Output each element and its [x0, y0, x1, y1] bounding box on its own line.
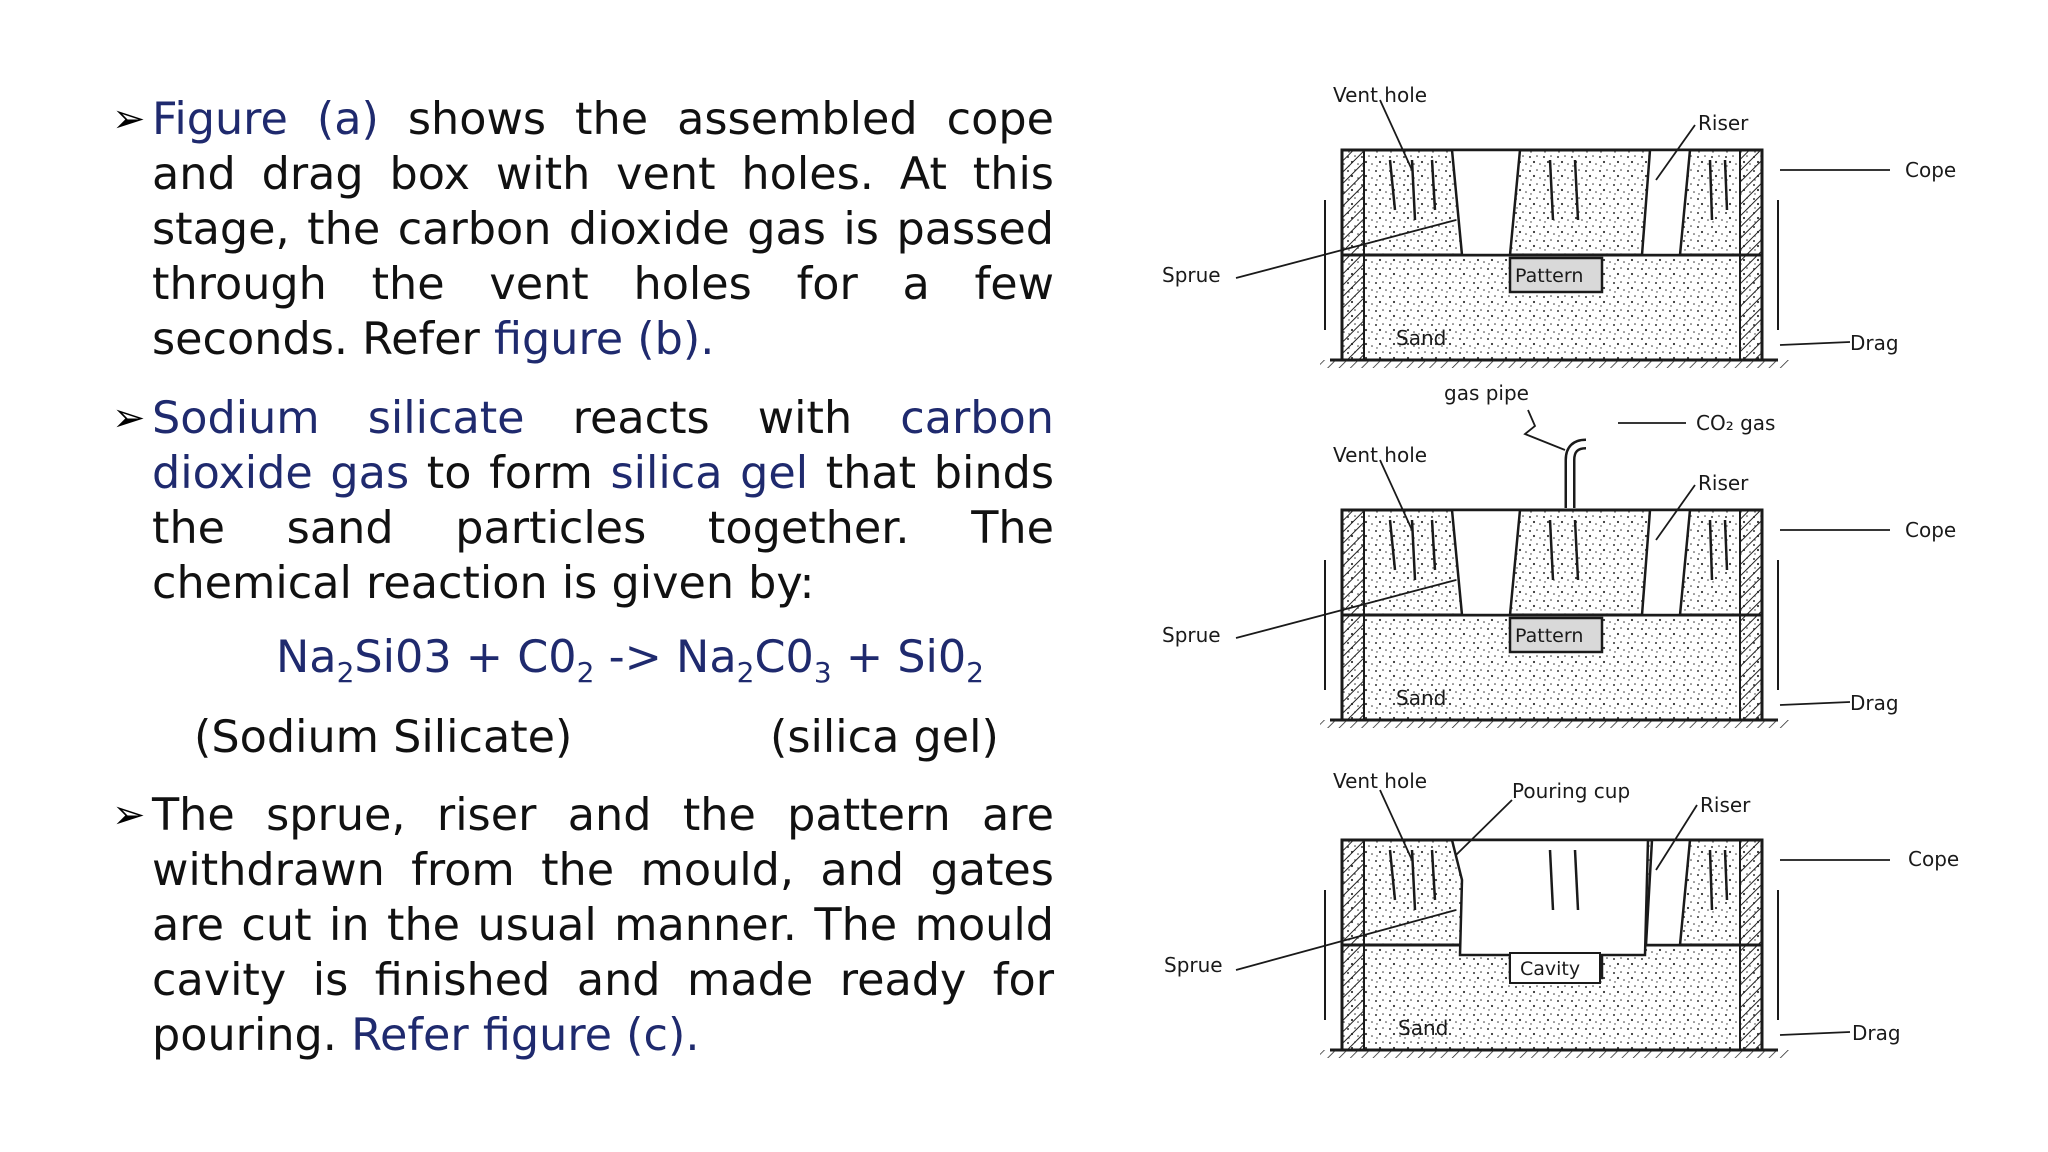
bullet-text: that binds the sand particles together. … — [152, 448, 1055, 609]
eq-subscript: 2 — [966, 656, 984, 689]
arrow-bullet-icon: ➢ — [112, 96, 146, 142]
label-sprue: Sprue — [1164, 953, 1223, 977]
text-column: ➢ Figure (a) shows the assembled cope an… — [112, 92, 1054, 611]
eq-subscript: 3 — [813, 656, 832, 689]
bullet-text-highlight: Sodium silicate — [152, 393, 525, 444]
label-drag: Drag — [1852, 1021, 1901, 1045]
flask-body — [1320, 148, 1790, 368]
eq-term: + Si0 — [831, 632, 967, 683]
label-sodium-silicate: (Sodium Silicate) — [194, 712, 573, 763]
label-sand: Sand — [1398, 1016, 1448, 1040]
vent-holes — [1388, 849, 1729, 911]
eq-term: Si03 + C0 — [354, 632, 577, 683]
bullet-withdrawn: ➢ The sprue, riser and the pattern are w… — [112, 788, 1054, 1063]
label-co2-gas: CO₂ gas — [1696, 411, 1775, 435]
arrow-bullet-icon: ➢ — [112, 395, 146, 441]
label-cope: Cope — [1905, 158, 1956, 182]
bullet-text-highlight: carbon dioxide gas — [152, 393, 1054, 499]
label-cavity: Cavity — [1520, 958, 1580, 980]
label-vent-hole: Vent hole — [1333, 443, 1427, 467]
bullet-text-highlight: figure (b). — [493, 314, 715, 365]
flask-body — [1320, 508, 1790, 728]
text-column-lower: ➢ The sprue, riser and the pattern are w… — [112, 788, 1054, 1063]
bullet-text-highlight: silica gel — [610, 448, 809, 499]
label-pouring-cup: Pouring cup — [1512, 779, 1630, 803]
label-vent-hole: Vent hole — [1333, 83, 1427, 107]
bullet-text: The sprue, riser and the pattern are wit… — [152, 790, 1054, 1061]
label-silica-gel: (silica gel) — [770, 712, 999, 763]
vent-holes — [1388, 519, 1729, 581]
eq-subscript: 2 — [736, 656, 755, 689]
label-sprue: Sprue — [1162, 263, 1221, 287]
bullet-text: to form — [409, 448, 611, 499]
figure-a: Vent hole Riser Cope Sprue Pattern Sand … — [1162, 83, 1956, 368]
eq-term: -> Na — [594, 632, 737, 683]
label-gas-pipe: gas pipe — [1444, 381, 1529, 405]
label-drag: Drag — [1850, 331, 1899, 355]
label-vent-hole: Vent hole — [1333, 769, 1427, 793]
figure-c: Vent hole Pouring cup Riser Cope Sprue C… — [1164, 769, 1959, 1058]
label-cope: Cope — [1905, 518, 1956, 542]
label-riser: Riser — [1698, 471, 1749, 495]
label-riser: Riser — [1700, 793, 1751, 817]
moulding-diagrams: Vent hole Riser Cope Sprue Pattern Sand … — [1162, 83, 1959, 1058]
vent-holes — [1388, 159, 1729, 221]
label-cope: Cope — [1908, 847, 1959, 871]
bullet-figure-a: ➢ Figure (a) shows the assembled cope an… — [112, 92, 1054, 367]
bullet-text-highlight: Refer figure (c). — [351, 1010, 700, 1061]
bullet-text: shows the assembled cope and drag box wi… — [152, 94, 1054, 365]
eq-subscript: 2 — [336, 656, 355, 689]
eq-term: C0 — [754, 632, 814, 683]
leader-lines — [1235, 99, 1890, 346]
cavity-label-box — [1509, 952, 1601, 984]
eq-term: Na — [276, 632, 337, 683]
label-drag: Drag — [1850, 691, 1899, 715]
label-pattern: Pattern — [1515, 265, 1583, 287]
label-sprue: Sprue — [1162, 623, 1221, 647]
figure-b: gas pipe CO₂ gas Vent hole Riser Cope Sp… — [1162, 381, 1956, 728]
leader-lines — [1235, 409, 1890, 706]
bullet-text: reacts with — [524, 393, 901, 444]
label-riser: Riser — [1698, 111, 1749, 135]
label-sand: Sand — [1396, 326, 1446, 350]
bullet-text-highlight: Figure (a) — [152, 94, 379, 145]
chemical-equation: Na2Si03 + C02 -> Na2C03 + Si02 — [276, 632, 984, 687]
flask-body — [1320, 838, 1790, 1058]
gas-pipe-icon — [1564, 438, 1587, 508]
leader-lines — [1235, 789, 1890, 1036]
label-sand: Sand — [1396, 686, 1446, 710]
arrow-bullet-icon: ➢ — [112, 792, 146, 838]
bullet-sodium-silicate: ➢ Sodium silicate reacts with carbon dio… — [112, 391, 1054, 611]
label-pattern: Pattern — [1515, 625, 1583, 647]
eq-subscript: 2 — [576, 656, 595, 689]
